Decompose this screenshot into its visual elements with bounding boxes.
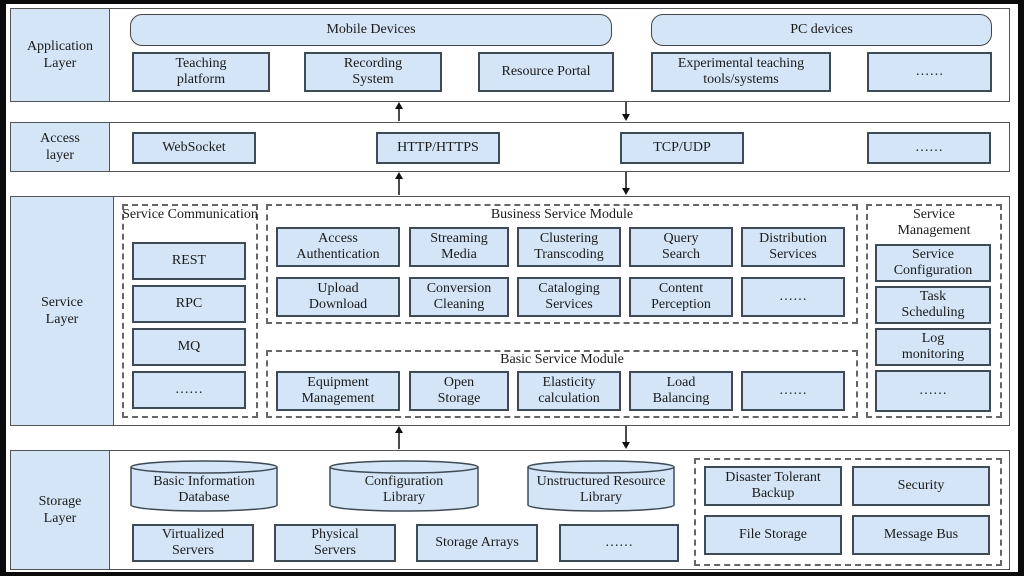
comm-item-more: …… bbox=[132, 371, 246, 409]
comm-item-rest: REST bbox=[132, 242, 246, 280]
basic-service-module-group bbox=[266, 350, 858, 418]
service-communication-group bbox=[122, 204, 258, 418]
database-cylinder-icon bbox=[527, 460, 675, 512]
app-item-teaching-platform: Teaching platform bbox=[132, 52, 270, 92]
storage-item-virtualized-servers: Virtualized Servers bbox=[132, 524, 254, 562]
architecture-diagram: Application Layer Mobile Devices PC devi… bbox=[6, 4, 1018, 572]
business-item: Upload Download bbox=[276, 277, 400, 317]
app-item-experimental-tools: Experimental teaching tools/systems bbox=[651, 52, 831, 92]
arrow-up-head bbox=[395, 102, 403, 109]
storage-support-group bbox=[694, 458, 1002, 566]
arrow-down-head bbox=[622, 442, 630, 449]
mgmt-item-more: …… bbox=[875, 370, 991, 412]
service-management-title: Service Management bbox=[897, 207, 971, 238]
storage-item-more: …… bbox=[559, 524, 679, 562]
mobile-devices: Mobile Devices bbox=[130, 14, 612, 46]
business-item: Distribution Services bbox=[741, 227, 845, 267]
arrows-access-service bbox=[395, 172, 630, 195]
support-item-message-bus: Message Bus bbox=[852, 515, 990, 555]
arrow-up-head bbox=[395, 426, 403, 433]
basic-service-module-title: Basic Service Module bbox=[500, 352, 624, 367]
service-communication-title: Service Communication bbox=[122, 207, 258, 222]
basic-item: Elasticity calculation bbox=[517, 371, 621, 411]
storage-layer-label: Storage Layer bbox=[10, 450, 110, 570]
arrow-down-head bbox=[622, 188, 630, 195]
basic-item: Equipment Management bbox=[276, 371, 400, 411]
mgmt-item-log-monitoring: Log monitoring bbox=[875, 328, 991, 366]
business-item: …… bbox=[741, 277, 845, 317]
app-item-resource-portal: Resource Portal bbox=[478, 52, 614, 92]
database-cylinder-icon bbox=[130, 460, 278, 512]
support-item-disaster-backup: Disaster Tolerant Backup bbox=[704, 466, 842, 506]
arrows-app-access bbox=[395, 102, 630, 121]
basic-item: …… bbox=[741, 371, 845, 411]
access-layer-label: Access layer bbox=[10, 122, 110, 172]
business-service-module-title: Business Service Module bbox=[490, 207, 634, 222]
basic-item: Open Storage bbox=[409, 371, 509, 411]
service-layer-label: Service Layer bbox=[10, 196, 114, 426]
arrow-up-head bbox=[395, 172, 403, 179]
service-management-group bbox=[866, 204, 1002, 418]
support-item-file-storage: File Storage bbox=[704, 515, 842, 555]
business-item: Streaming Media bbox=[409, 227, 509, 267]
database-basic-information: Basic Information Database bbox=[130, 460, 278, 512]
support-item-security: Security bbox=[852, 466, 990, 506]
application-layer-label: Application Layer bbox=[10, 8, 110, 102]
access-item-http: HTTP/HTTPS bbox=[376, 132, 500, 164]
business-service-module-group bbox=[266, 204, 858, 324]
database-configuration-library: Configuration Library bbox=[329, 460, 479, 512]
business-item: Content Perception bbox=[629, 277, 733, 317]
access-item-more: …… bbox=[867, 132, 991, 164]
business-item: Access Authentication bbox=[276, 227, 400, 267]
basic-item: Load Balancing bbox=[629, 371, 733, 411]
access-item-tcp-udp: TCP/UDP bbox=[620, 132, 744, 164]
app-item-more: …… bbox=[867, 52, 992, 92]
mgmt-item-service-configuration: Service Configuration bbox=[875, 244, 991, 282]
access-item-websocket: WebSocket bbox=[132, 132, 256, 164]
business-item: Cataloging Services bbox=[517, 277, 621, 317]
arrow-down-head bbox=[622, 114, 630, 121]
mgmt-item-task-scheduling: Task Scheduling bbox=[875, 286, 991, 324]
business-item: Clustering Transcoding bbox=[517, 227, 621, 267]
storage-item-storage-arrays: Storage Arrays bbox=[416, 524, 538, 562]
business-item: Query Search bbox=[629, 227, 733, 267]
comm-item-mq: MQ bbox=[132, 328, 246, 366]
app-item-recording-system: Recording System bbox=[304, 52, 442, 92]
comm-item-rpc: RPC bbox=[132, 285, 246, 323]
database-cylinder-icon bbox=[329, 460, 479, 512]
storage-item-physical-servers: Physical Servers bbox=[274, 524, 396, 562]
database-unstructured-resource-library: Unstructured Resource Library bbox=[527, 460, 675, 512]
arrows-service-storage bbox=[395, 426, 630, 449]
business-item: Conversion Cleaning bbox=[409, 277, 509, 317]
pc-devices: PC devices bbox=[651, 14, 992, 46]
